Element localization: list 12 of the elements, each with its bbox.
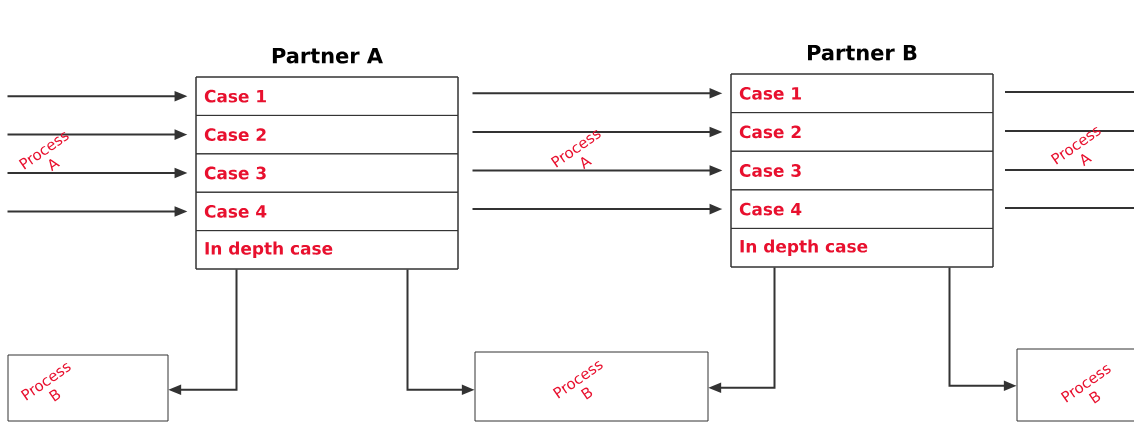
- table-row: Case 3: [730, 150, 994, 191]
- table-row: Case 1: [730, 73, 994, 114]
- table-row: Case 1: [195, 76, 459, 116]
- table-row: Case 4: [730, 189, 994, 229]
- table-row: Case 2: [730, 112, 994, 152]
- table-heading: Partner A: [272, 47, 383, 64]
- table-heading: Partner B: [808, 44, 917, 61]
- table-row: In depth case: [730, 227, 994, 268]
- table-row: Case 2: [195, 114, 459, 155]
- table-row: Case 4: [195, 191, 459, 232]
- table-row: In depth case: [195, 230, 459, 270]
- table-row: Case 3: [195, 153, 459, 193]
